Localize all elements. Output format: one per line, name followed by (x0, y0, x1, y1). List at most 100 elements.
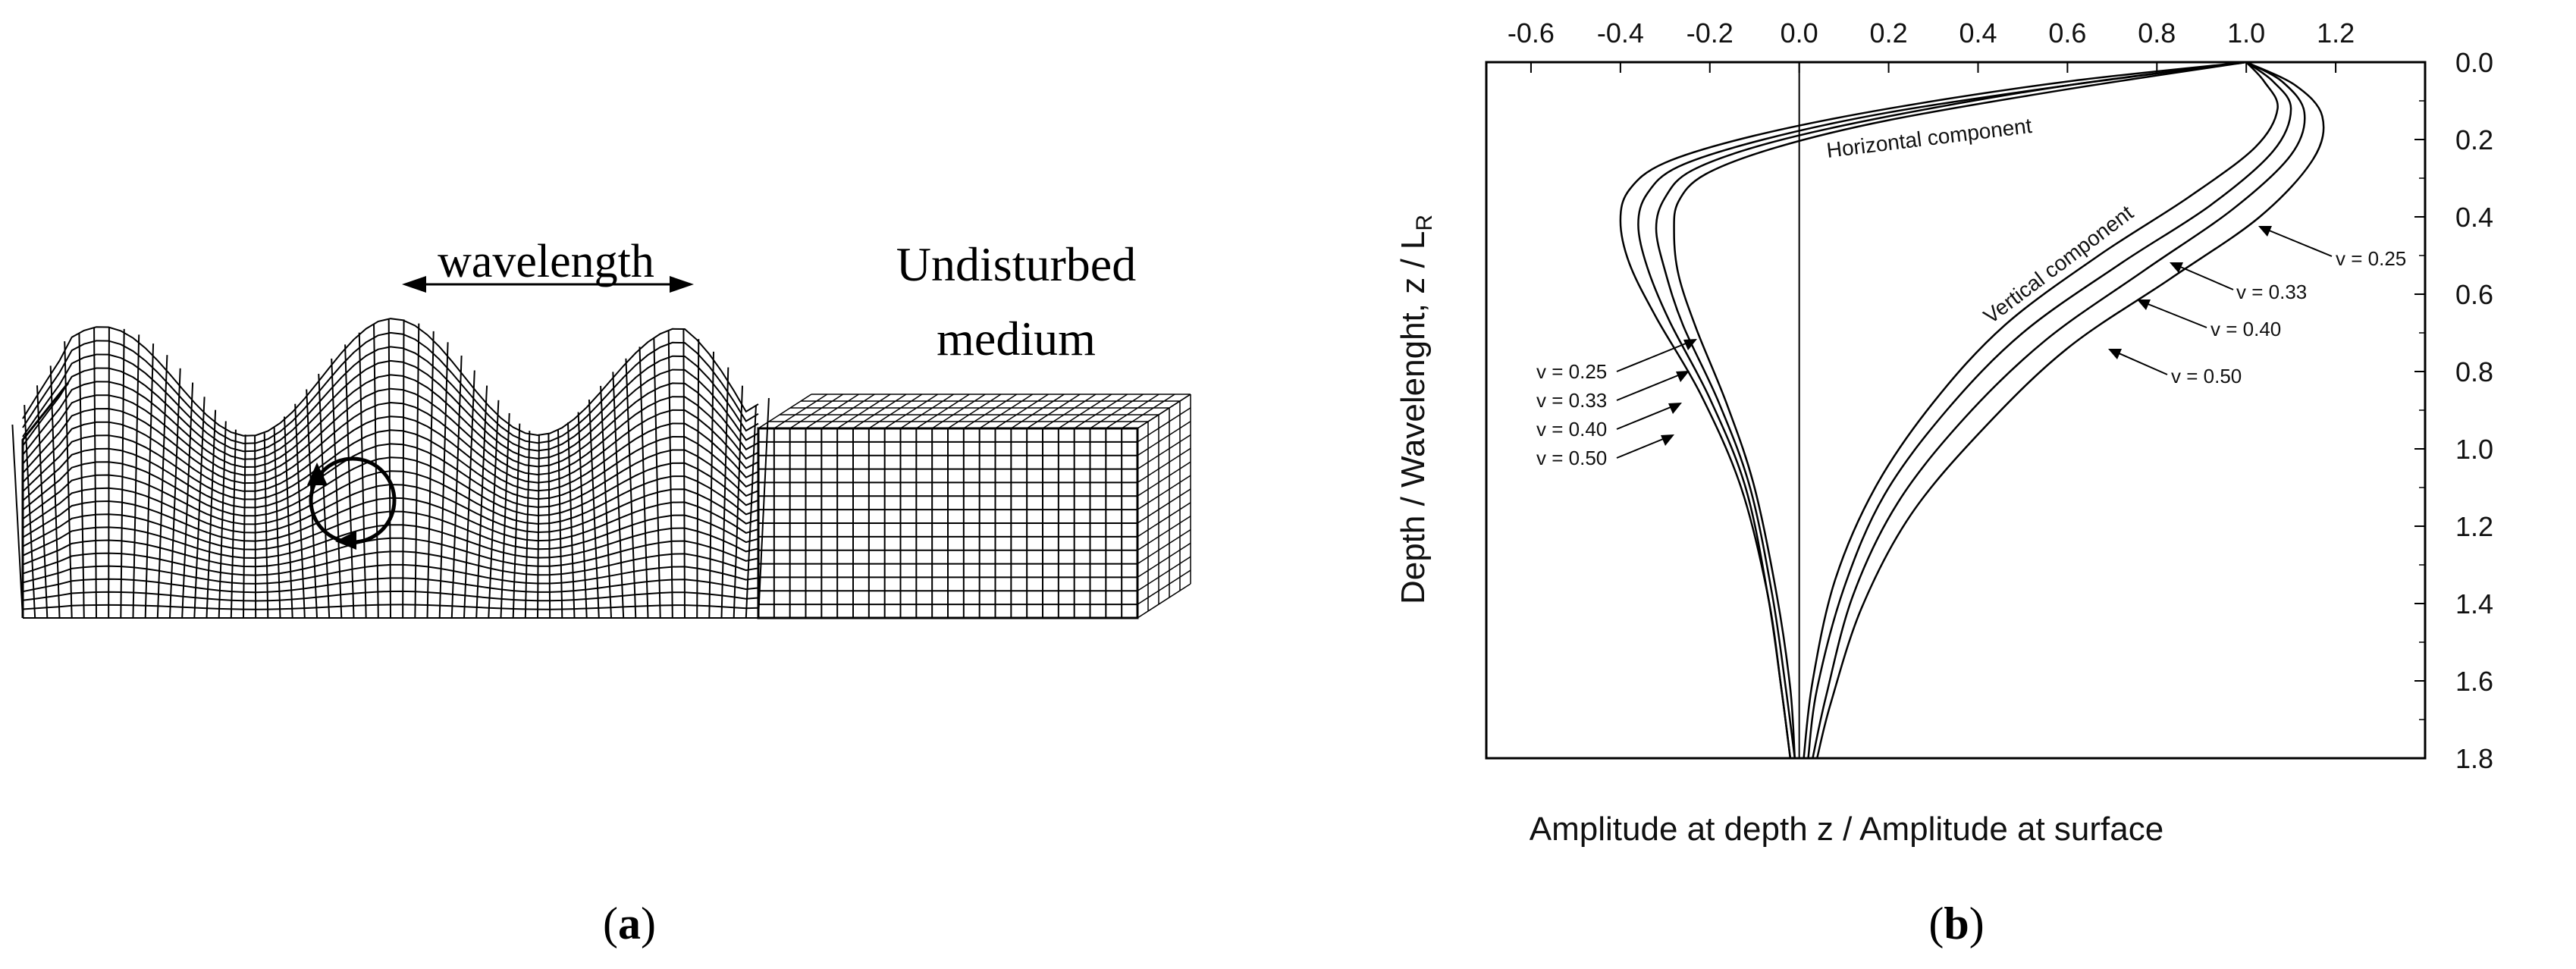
block-top-line (1121, 394, 1175, 429)
mesh-row-line (22, 374, 759, 469)
block-top-line (1090, 394, 1144, 429)
mesh-column-line (733, 385, 743, 619)
mesh-column-line (488, 400, 500, 619)
y-tick-label: 0.4 (2455, 202, 2493, 233)
wavelength-arrow-right-icon (670, 276, 694, 293)
mesh-column-line (24, 405, 36, 619)
mesh-column-line (682, 329, 686, 619)
deformed-mesh (11, 318, 770, 619)
undisturbed-block (757, 394, 1191, 619)
mesh-column-line (387, 319, 391, 619)
block-top-line (773, 394, 828, 429)
series-line-horizontal-040 (1655, 61, 2247, 759)
mesh-column-line (156, 355, 168, 619)
mesh-column-line (373, 324, 379, 619)
mesh-column-line (612, 372, 625, 619)
mesh-row-line (22, 470, 759, 525)
block-top-line (900, 394, 954, 429)
block-side-line (1137, 434, 1191, 470)
legend-h-v040: v = 0.40 (1536, 418, 1607, 441)
block-top-line (931, 394, 986, 429)
y-tick-label: 0.8 (2455, 356, 2493, 387)
mesh-row-line (22, 359, 759, 460)
mesh-column-line (720, 367, 730, 619)
mesh-column-line (548, 434, 551, 619)
legend-v-v033: v = 0.33 (2236, 281, 2307, 303)
mesh-column-line (426, 331, 435, 619)
mesh-column-line (758, 397, 770, 619)
orbit-arrow-bottom-icon (335, 531, 356, 550)
legend-v-v025: v = 0.25 (2336, 247, 2406, 270)
mesh-column-line (11, 424, 24, 619)
block-top-line (884, 394, 939, 429)
x-tick-label: 0.6 (2048, 17, 2086, 49)
mesh-column-line (588, 399, 600, 619)
mesh-column-line (653, 337, 661, 619)
mesh-column-line (193, 397, 206, 619)
mesh-column-line (667, 331, 673, 619)
y-tick-label: 1.8 (2455, 743, 2493, 774)
block-side-line (1137, 407, 1191, 443)
series-line-vertical-033 (1807, 61, 2292, 759)
legend-h-v033: v = 0.33 (1536, 389, 1607, 412)
mesh-row-line (22, 456, 759, 517)
mesh-column-line (557, 430, 563, 619)
block-top-line (868, 394, 923, 429)
mesh-column-line (181, 382, 194, 619)
y-tick-label: 1.2 (2455, 511, 2493, 542)
x-tick-label: 1.0 (2227, 17, 2265, 49)
mesh-column-line (243, 434, 246, 619)
mesh-column-line (49, 365, 61, 619)
mesh-column-line (93, 328, 97, 619)
block-side-line (1137, 569, 1191, 605)
mesh-column-line (639, 347, 649, 619)
block-top-line (1105, 394, 1159, 429)
leader-h-v050 (1616, 437, 1668, 459)
mesh-column-line (745, 406, 757, 619)
block-top-line (820, 394, 875, 429)
mesh-column-line (500, 412, 510, 619)
leader-v-v033 (2178, 265, 2234, 290)
panel-a-wave-diagram: wavelength Undisturbed medium (a) (0, 0, 1289, 965)
curves (1619, 61, 2325, 759)
x-tick-label: 1.2 (2317, 17, 2355, 49)
mesh-column-line (284, 416, 293, 619)
x-tick-label: 0.4 (1959, 17, 1997, 49)
series-line-horizontal-033 (1637, 61, 2247, 759)
block-side-line (1137, 394, 1191, 429)
mesh-column-line (263, 433, 269, 619)
mesh-column-line (524, 431, 531, 619)
legend-v-v050: v = 0.50 (2171, 365, 2242, 387)
y-tick-label: 1.0 (2455, 434, 2493, 465)
y-tick-label: 0.2 (2455, 124, 2493, 155)
legend-h-v025: v = 0.25 (1536, 360, 1607, 383)
block-side-line (1137, 421, 1191, 456)
vertical-component-label: Vertical component (1979, 201, 2138, 328)
x-tick-label: 0.8 (2138, 17, 2176, 49)
block-side-line (1137, 475, 1191, 510)
block-side-line (1137, 556, 1191, 591)
block-side-line (1137, 542, 1191, 579)
mesh-column-line (450, 355, 463, 619)
block-top-line (836, 394, 891, 429)
orbit-arrow-top-icon (307, 463, 328, 485)
mesh-column-line (463, 370, 475, 619)
block-side-line (1137, 516, 1191, 551)
y-tick-label: 1.4 (2455, 588, 2493, 619)
mesh-column-line (475, 385, 488, 619)
mesh-column-line (358, 332, 367, 619)
y-axis-title: Depth / Wavelenght, z / LR (1395, 215, 1437, 604)
x-axis-title: Amplitude at depth z / Amplitude at surf… (1530, 811, 2163, 848)
mesh-column-line (708, 351, 714, 619)
mesh-row-line (22, 331, 759, 444)
block-top-line (915, 394, 970, 429)
block-front-outline (757, 427, 1139, 619)
mesh-row-line (22, 443, 759, 509)
wavelength-arrow-left-icon (402, 276, 426, 293)
mesh-column-line (294, 403, 306, 619)
block-top-line (789, 394, 844, 429)
leader-h-v025-arrowhead-icon (1683, 339, 1697, 350)
leader-h-v025 (1616, 341, 1690, 372)
wavelength-label: wavelength (438, 236, 654, 287)
block-top-line (963, 394, 1018, 429)
